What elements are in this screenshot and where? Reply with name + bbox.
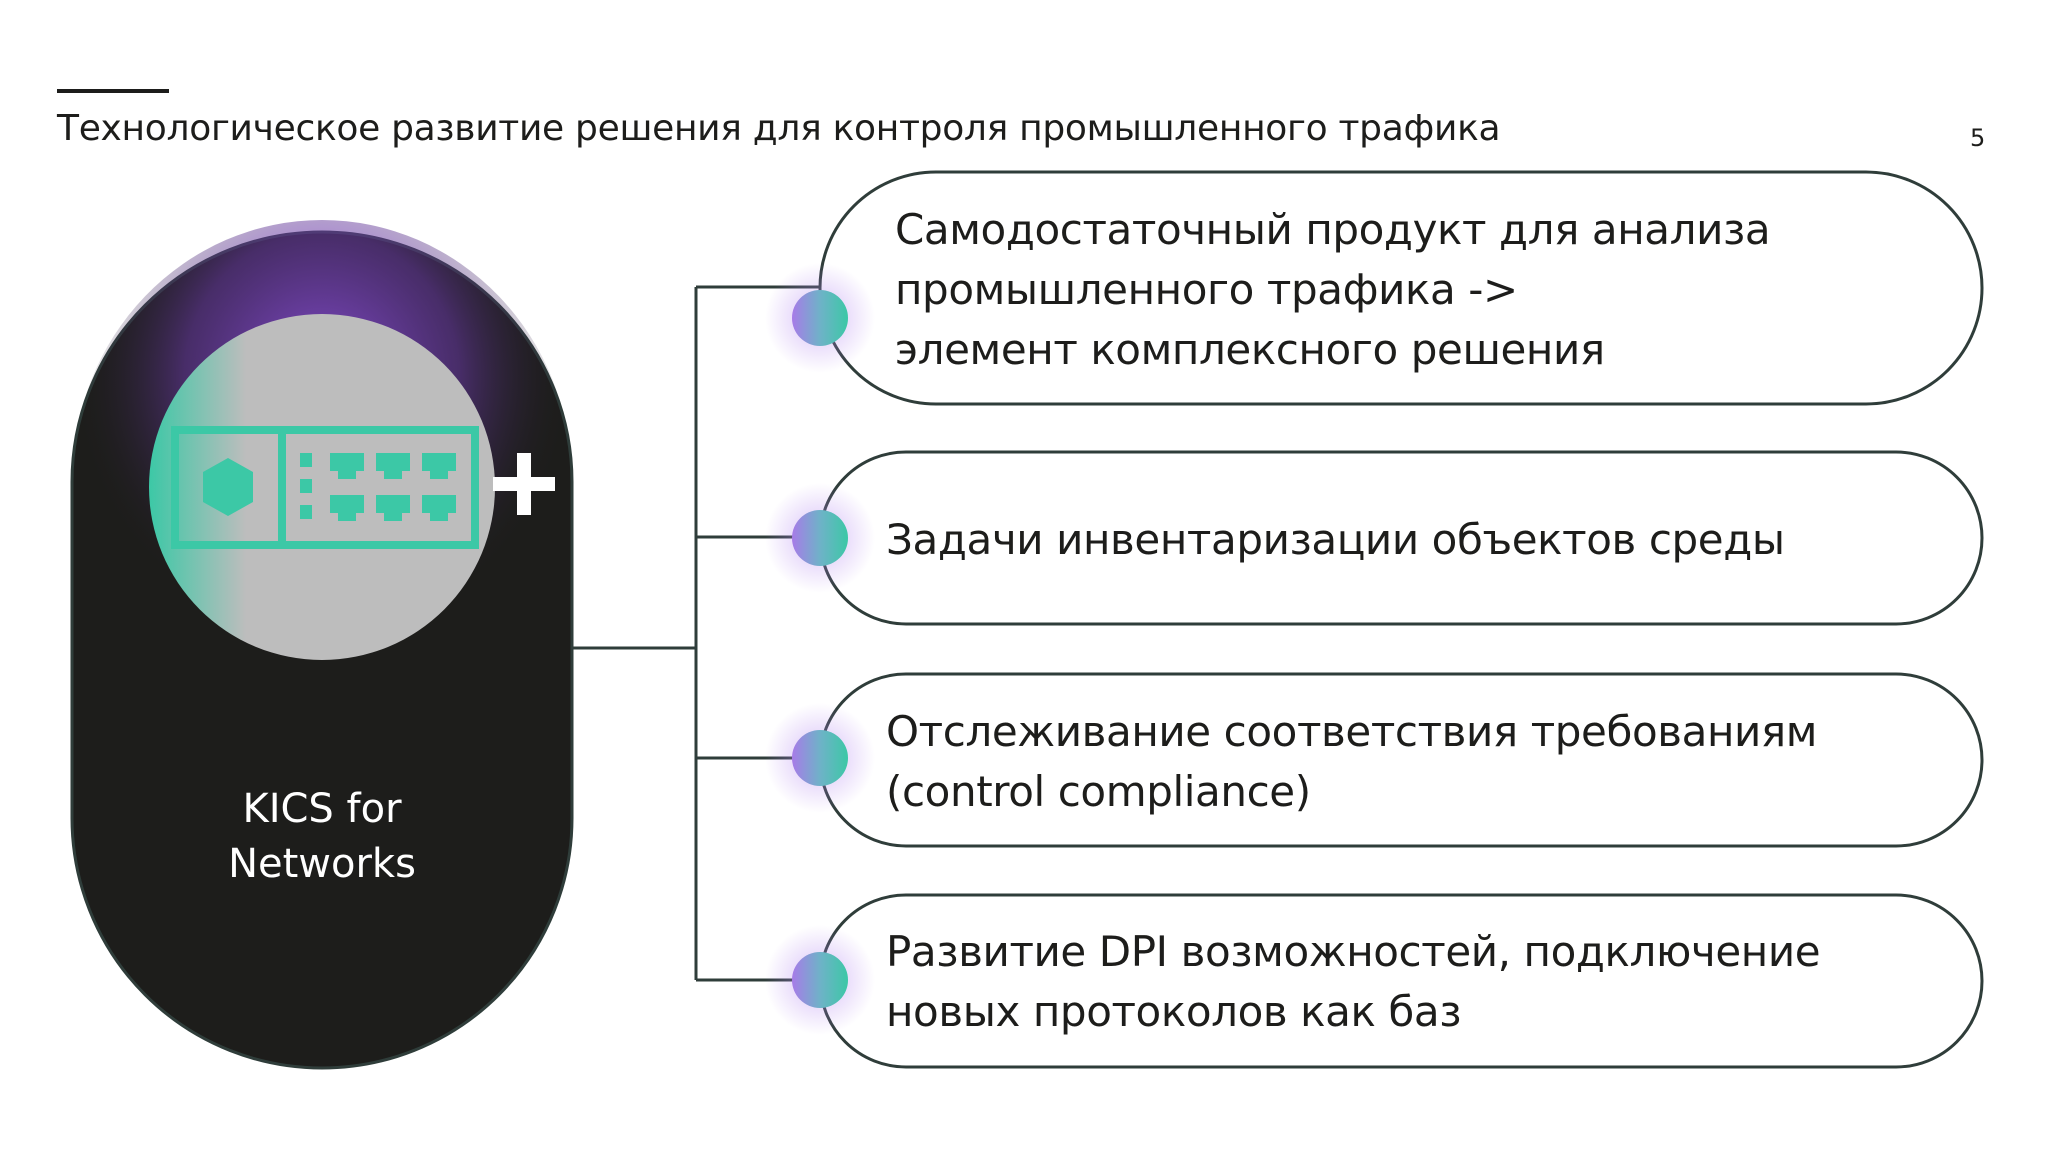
item-3-line-1: Отслеживание соответствия требованиям (886, 707, 1818, 756)
item-text-2: Задачи инвентаризации объектов среды (886, 510, 1785, 570)
item-bullet-3 (765, 703, 875, 813)
slide-title: Технологическое развитие решения для кон… (57, 108, 1501, 149)
item-4-line-1: Развитие DPI возможностей, подключение (886, 927, 1821, 976)
plus-icon (493, 453, 555, 515)
item-text-4: Развитие DPI возможностей, подключение н… (886, 922, 1821, 1042)
item-3-line-2: (control compliance) (886, 767, 1311, 816)
item-2-line-1: Задачи инвентаризации объектов среды (886, 515, 1785, 564)
item-text-3: Отслеживание соответствия требованиям (c… (886, 702, 1817, 822)
item-bullet-1 (765, 263, 875, 373)
product-label-line-1: KICS for (242, 786, 402, 832)
product-label-line-2: Networks (228, 841, 416, 887)
network-switch-icon (171, 426, 479, 549)
item-text-1: Самодостаточный продукт для анализа пром… (895, 200, 1771, 380)
product-label: KICS for Networks (72, 782, 572, 892)
item-4-line-2: новых протоколов как баз (886, 987, 1462, 1036)
connector-lines (572, 285, 820, 982)
item-bullet-4 (765, 925, 875, 1035)
item-1-line-2: промышленного трафика -> (895, 265, 1518, 314)
item-1-line-3: элемент комплексного решения (895, 325, 1605, 374)
device-circle (149, 314, 495, 660)
item-1-line-1: Самодостаточный продукт для анализа (895, 205, 1771, 254)
item-bullet-2 (765, 483, 875, 593)
title-accent-line (57, 89, 169, 93)
page-number: 5 (1970, 124, 1986, 152)
